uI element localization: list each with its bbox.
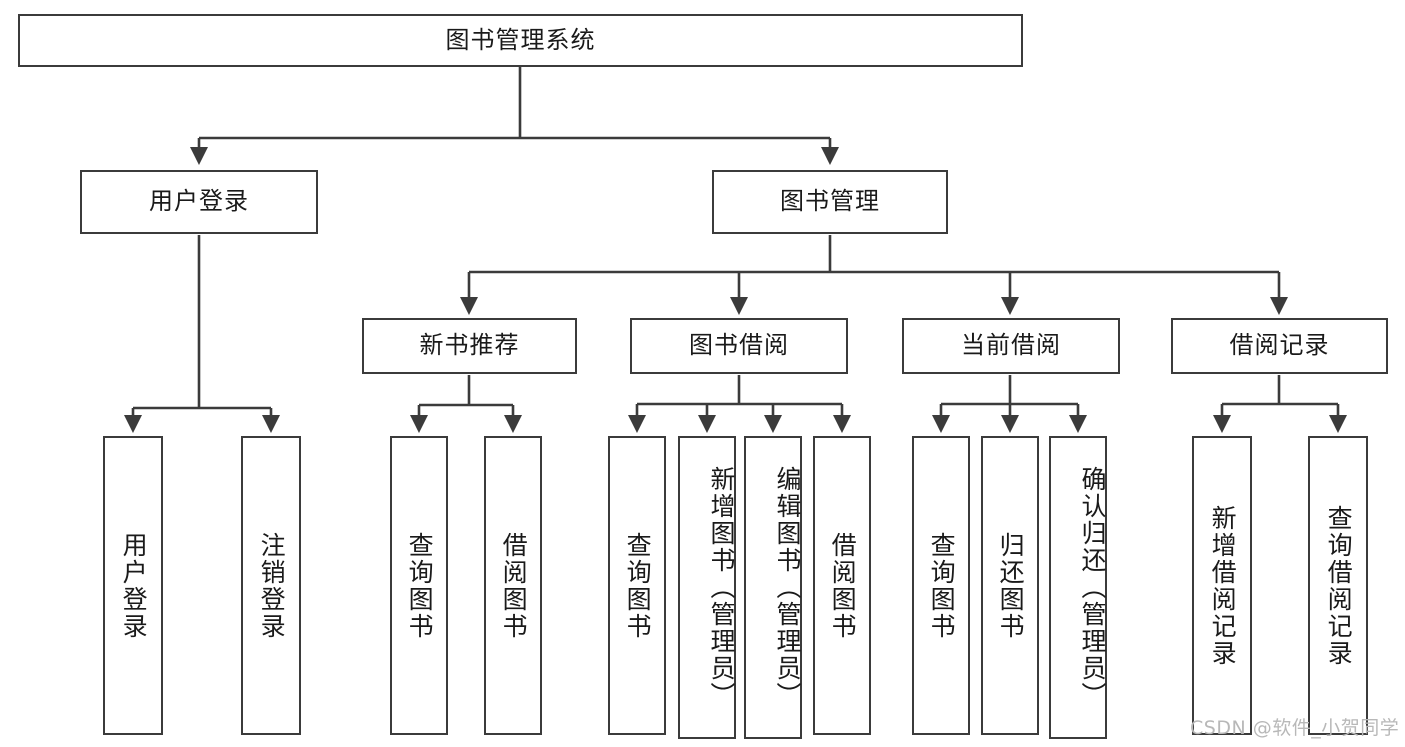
leaf-query-book-borrow[interactable]: 查询图书: [608, 436, 666, 735]
leaf-query-book-current[interactable]: 查询图书: [912, 436, 970, 735]
leaf-borrow-book-recommend[interactable]: 借阅图书: [484, 436, 542, 735]
leaf-user-login[interactable]: 用户登录: [103, 436, 163, 735]
node-new-book-recommend[interactable]: 新书推荐: [362, 318, 577, 374]
node-book-management[interactable]: 图书管理: [712, 170, 948, 234]
leaf-add-borrow-record[interactable]: 新增借阅记录: [1192, 436, 1252, 735]
csdn-watermark: CSDN @软件_小贺同学: [1190, 717, 1400, 739]
leaf-query-book-recommend[interactable]: 查询图书: [390, 436, 448, 735]
node-user-login[interactable]: 用户登录: [80, 170, 318, 234]
node-root-book-management-system[interactable]: 图书管理系统: [18, 14, 1023, 67]
node-borrow-record[interactable]: 借阅记录: [1171, 318, 1388, 374]
leaf-edit-book-admin[interactable]: 编辑图书（管理员）: [744, 436, 802, 739]
leaf-add-book-admin[interactable]: 新增图书（管理员）: [678, 436, 736, 739]
leaf-return-book[interactable]: 归还图书: [981, 436, 1039, 735]
leaf-user-logout[interactable]: 注销登录: [241, 436, 301, 735]
leaf-borrow-book-borrow[interactable]: 借阅图书: [813, 436, 871, 735]
node-book-borrow[interactable]: 图书借阅: [630, 318, 848, 374]
node-current-borrow[interactable]: 当前借阅: [902, 318, 1120, 374]
leaf-query-borrow-record[interactable]: 查询借阅记录: [1308, 436, 1368, 735]
leaf-confirm-return-admin[interactable]: 确认归还（管理员）: [1049, 436, 1107, 739]
